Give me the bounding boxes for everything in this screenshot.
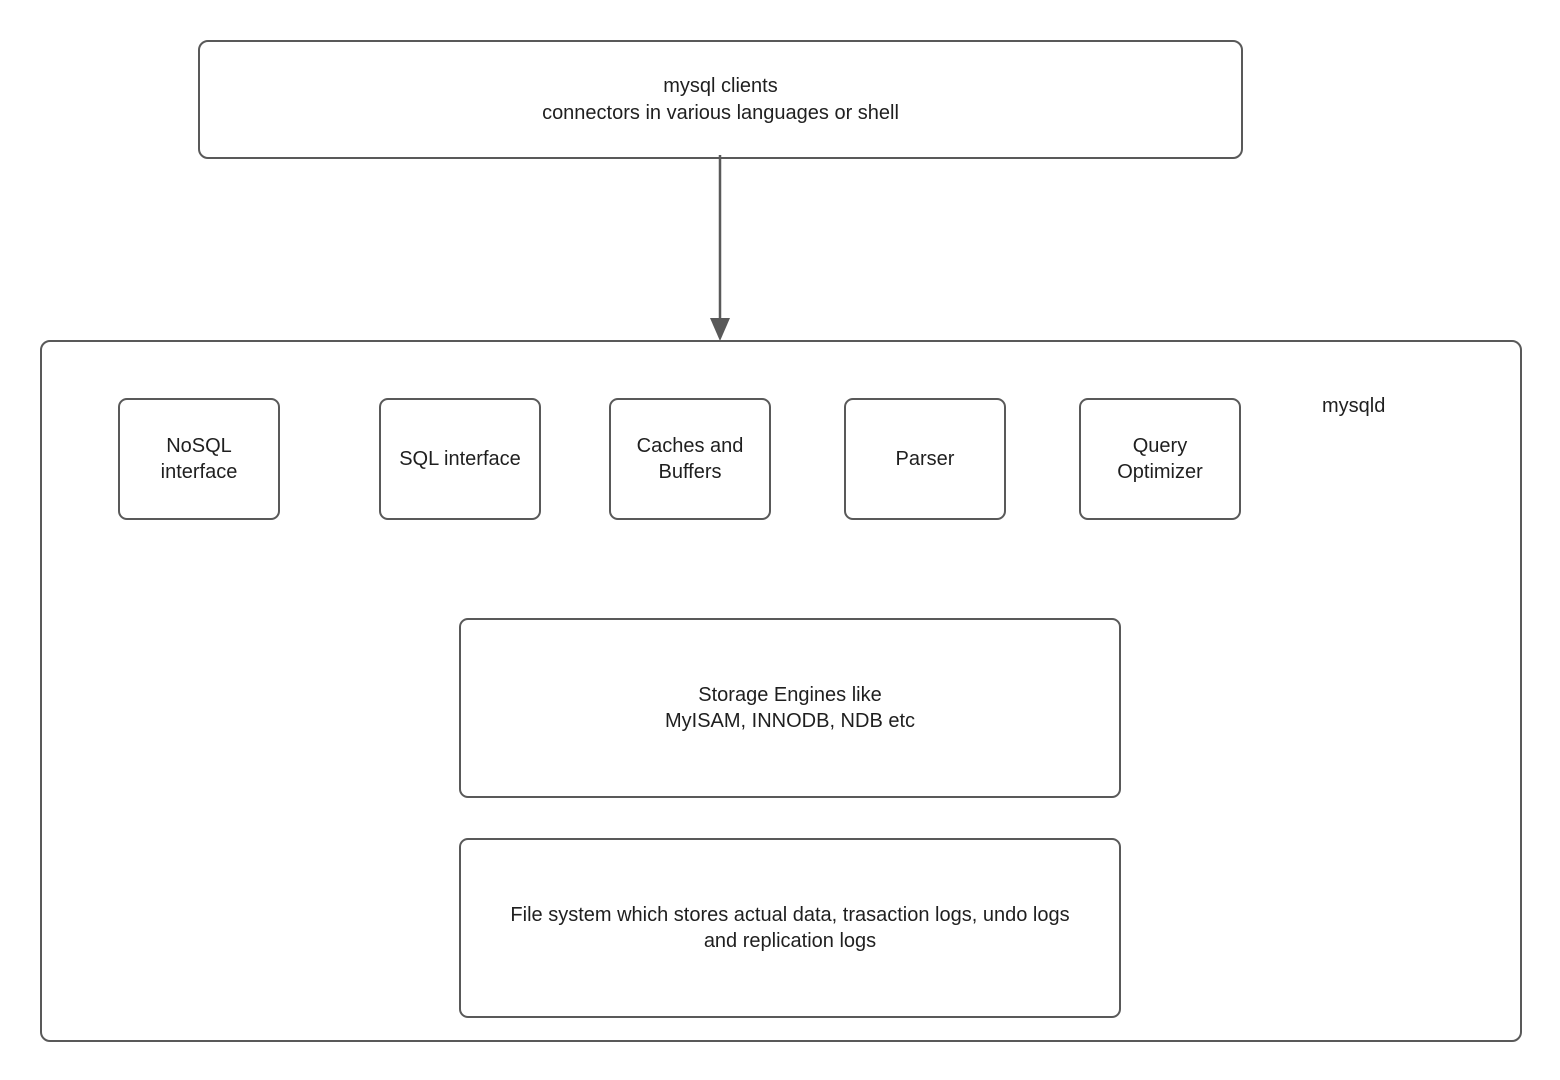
node-sql-interface[interactable]: SQL interface [379,398,541,520]
arrow-head [710,318,730,341]
node-parser[interactable]: Parser [844,398,1006,520]
mysqld-label: mysqld [1322,395,1386,417]
arrow-clients-to-mysqld [710,155,730,341]
node-mysql-clients[interactable]: mysql clients connectors in various lang… [198,40,1243,159]
node-storage-engines[interactable]: Storage Engines like MyISAM, INNODB, NDB… [459,618,1121,798]
node-caches-and-buffers[interactable]: Caches and Buffers [609,398,771,520]
node-file-system[interactable]: File system which stores actual data, tr… [459,838,1121,1018]
node-query-optimizer[interactable]: Query Optimizer [1079,398,1241,520]
node-nosql-interface[interactable]: NoSQL interface [118,398,280,520]
